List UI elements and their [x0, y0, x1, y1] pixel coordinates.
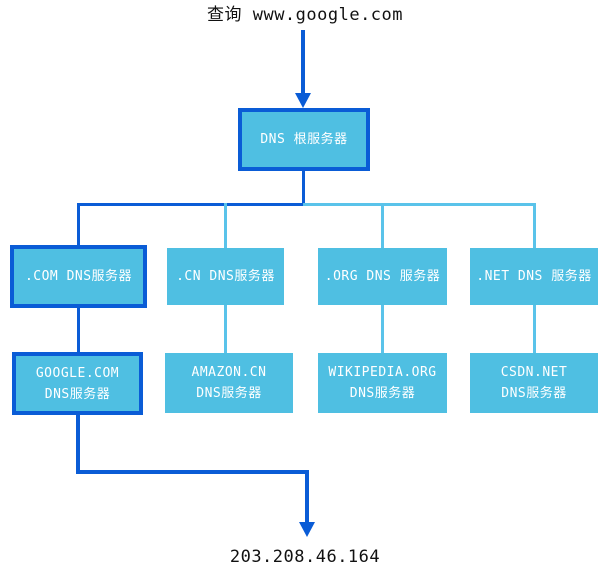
connector-branch-to-org — [381, 203, 384, 249]
auth-node-google-line2: DNS服务器 — [44, 386, 111, 402]
auth-node-csdn: CSDN.NET DNS服务器 — [470, 353, 598, 413]
dns-root-server-node: DNS 根服务器 — [238, 108, 370, 171]
auth-node-google: GOOGLE.COM DNS服务器 — [12, 352, 143, 415]
tld-node-com-label: .COM DNS服务器 — [24, 269, 133, 284]
query-arrow-stem — [301, 30, 305, 94]
connector-branch-to-cn — [224, 203, 227, 249]
tld-node-com: .COM DNS服务器 — [10, 245, 147, 308]
query-label: 查询 www.google.com — [206, 5, 404, 25]
connector-root-to-branch — [302, 171, 305, 204]
result-path-vertical-right — [305, 470, 309, 523]
connector-cn-to-amazon — [224, 305, 227, 354]
branch-line-light — [303, 203, 536, 206]
result-ip-label: 203.208.46.164 — [229, 547, 381, 567]
tld-node-net-label: .NET DNS 服务器 — [476, 269, 592, 284]
result-arrow-down-icon — [299, 522, 315, 537]
auth-node-amazon-line2: DNS服务器 — [196, 386, 262, 401]
auth-node-amazon-line1: AMAZON.CN — [191, 365, 267, 380]
tld-node-cn: .CN DNS服务器 — [167, 248, 284, 305]
branch-line-highlighted — [77, 203, 305, 206]
connector-net-to-csdn — [533, 305, 536, 354]
auth-node-wikipedia: WIKIPEDIA.ORG DNS服务器 — [318, 353, 447, 413]
tld-node-cn-label: .CN DNS服务器 — [176, 269, 275, 284]
auth-node-csdn-line1: CSDN.NET — [500, 365, 568, 380]
auth-node-amazon: AMAZON.CN DNS服务器 — [165, 353, 293, 413]
connector-branch-to-net — [533, 203, 536, 249]
tld-node-net: .NET DNS 服务器 — [470, 248, 598, 305]
auth-node-csdn-line2: DNS服务器 — [501, 386, 567, 401]
connector-branch-to-com — [77, 203, 80, 246]
tld-node-org: .ORG DNS 服务器 — [318, 248, 447, 305]
connector-org-to-wikipedia — [381, 305, 384, 354]
tld-node-org-label: .ORG DNS 服务器 — [324, 269, 441, 284]
query-arrow-down-icon — [295, 93, 311, 108]
result-path-vertical-left — [76, 415, 80, 474]
result-path-horizontal — [76, 470, 309, 474]
dns-root-server-label: DNS 根服务器 — [260, 132, 348, 147]
auth-node-wikipedia-line2: DNS服务器 — [349, 386, 416, 401]
auth-node-wikipedia-line1: WIKIPEDIA.ORG — [328, 365, 437, 380]
connector-com-to-google — [77, 308, 80, 353]
auth-node-google-line1: GOOGLE.COM — [35, 365, 120, 381]
